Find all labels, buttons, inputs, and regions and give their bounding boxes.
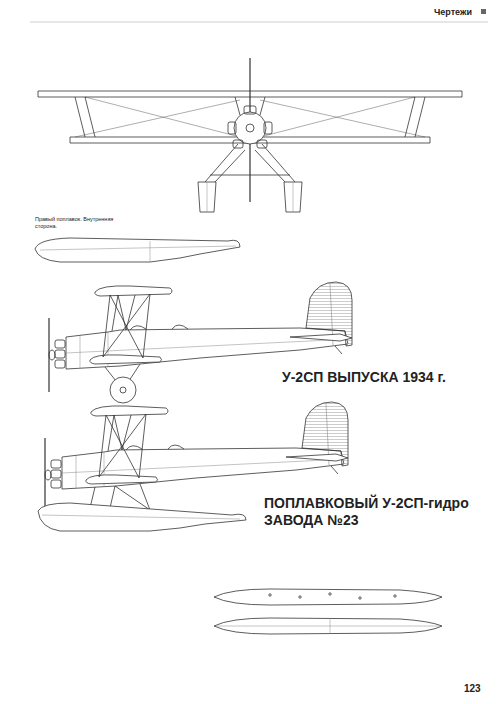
front-view: [38, 58, 462, 212]
running-header: Чертежи: [434, 7, 494, 17]
figure-caption: ПОПЛАВКОВЫЙ У-2СП-гидро ЗАВОДА №23: [264, 495, 484, 529]
page-number: 123: [464, 683, 494, 695]
side-view-seaplane: [38, 402, 348, 531]
figure-caption: У-2СП ВЫПУСКА 1934 г.: [282, 369, 492, 385]
header-square: [481, 9, 486, 14]
float-note: Правый поплавок. Внутренняя сторона.: [35, 216, 125, 230]
float-top-views: [214, 589, 442, 634]
right-float-inner-side: [35, 238, 240, 262]
